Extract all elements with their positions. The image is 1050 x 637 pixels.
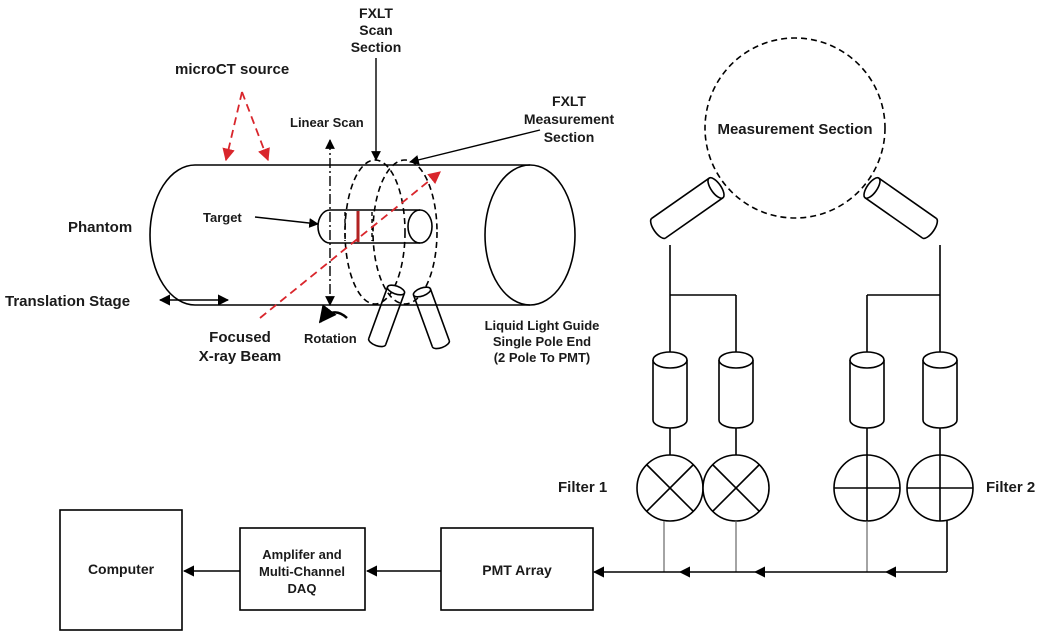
label-focused-2: X-ray Beam (199, 348, 282, 365)
label-microct-source: microCT source (175, 61, 289, 78)
label-linear-scan: Linear Scan (290, 115, 364, 130)
label-rotation: Rotation (304, 331, 357, 346)
label-computer: Computer (88, 561, 155, 577)
label-translation-stage: Translation Stage (5, 293, 130, 310)
label-filter-2: Filter 2 (986, 479, 1035, 496)
phantom-cylinder (149, 164, 576, 306)
label-measurement-section: Measurement Section (717, 121, 872, 138)
label-llg-1: Liquid Light Guide (485, 318, 600, 333)
label-daq-3: DAQ (288, 581, 317, 596)
tube-filter-links (669, 428, 941, 455)
label-fxlt-scan-3: Section (351, 39, 402, 55)
label-pmt-array: PMT Array (482, 562, 552, 578)
pmt-tubes (652, 351, 958, 429)
measurement-section-circle (704, 37, 886, 219)
label-target: Target (203, 210, 242, 225)
target-cylinder (317, 209, 433, 244)
label-focused-1: Focused (209, 329, 271, 346)
filter-output-lines (663, 521, 948, 572)
label-daq-1: Amplifer and (262, 547, 342, 562)
label-filter-1: Filter 1 (558, 479, 607, 496)
label-llg-3: (2 Pole To PMT) (494, 350, 591, 365)
detector-tube-left (649, 176, 725, 240)
label-phantom: Phantom (68, 219, 132, 236)
label-fxlt-meas-2: Measurement (524, 111, 615, 127)
label-fxlt-scan-2: Scan (359, 22, 392, 38)
target-pointer (254, 216, 319, 228)
pmt-array-box (440, 527, 594, 611)
fiber-lines (669, 245, 941, 352)
computer-box (59, 509, 183, 631)
label-fxlt-meas-3: Section (544, 129, 595, 145)
label-fxlt-scan-1: FXLT (359, 5, 393, 21)
label-llg-2: Single Pole End (493, 334, 591, 349)
rotation-arrow (318, 304, 348, 324)
filter-2-group (833, 454, 974, 522)
fxlt-measurement-pointer (409, 129, 541, 165)
filter-1-group (636, 454, 770, 522)
detector-tube-right (863, 176, 939, 240)
label-daq-2: Multi-Channel (259, 564, 345, 579)
label-fxlt-meas-1: FXLT (552, 93, 586, 109)
microct-source-arrows (222, 91, 270, 162)
daq-box (239, 527, 366, 611)
liquid-light-guide-tubes (367, 284, 451, 350)
